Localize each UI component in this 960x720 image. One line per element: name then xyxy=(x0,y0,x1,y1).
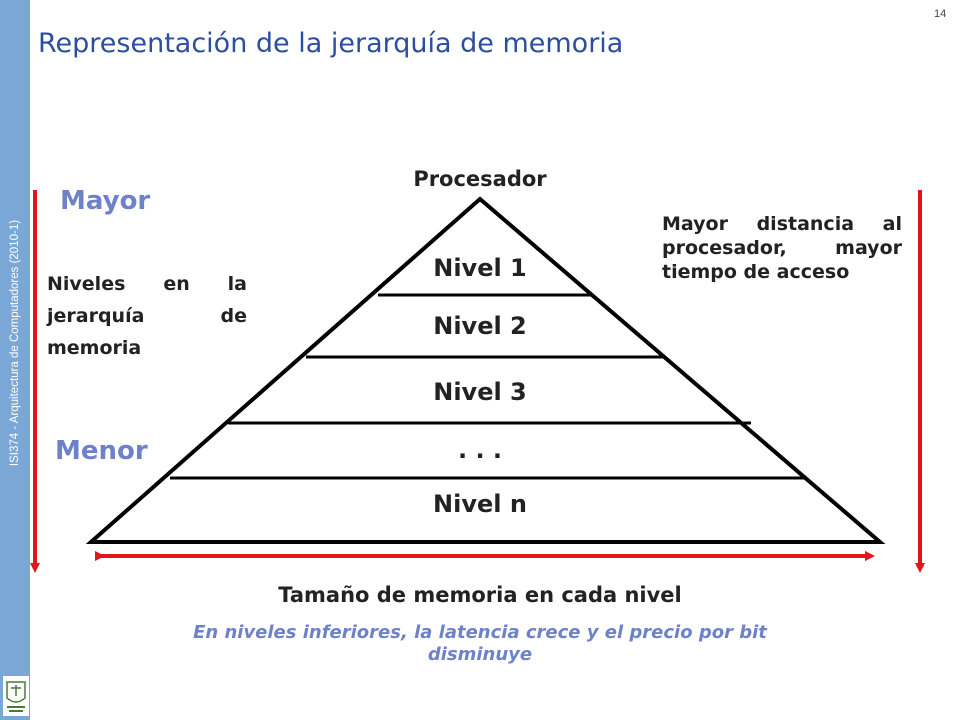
level-n-label: Nivel n xyxy=(433,490,527,518)
pyramid-outline xyxy=(85,196,886,544)
hierarchy-levels-description: Niveles en la jerarquía de memoria xyxy=(47,273,247,359)
menor-label: Menor xyxy=(55,436,148,466)
latency-price-note: En niveles inferiores, la latencia crece… xyxy=(193,622,767,665)
level-2-label: Nivel 2 xyxy=(433,312,527,340)
processor-label: Procesador xyxy=(413,167,547,191)
sidebar: ISI374 - Arquitectura de Computadores (2… xyxy=(0,0,30,720)
level-1-label: Nivel 1 xyxy=(433,254,527,282)
distance-description: Mayor distancia al procesador, mayor tie… xyxy=(662,213,902,283)
level-3-label: Nivel 3 xyxy=(433,378,527,406)
university-logo xyxy=(3,676,29,716)
mayor-label: Mayor xyxy=(60,186,151,216)
page-number: 14 xyxy=(934,8,947,20)
slide-title: Representación de la jerarquía de memori… xyxy=(38,28,624,59)
memory-size-label: Tamaño de memoria en cada nivel xyxy=(278,583,682,607)
level-ellipsis-label: . . . xyxy=(457,436,503,464)
